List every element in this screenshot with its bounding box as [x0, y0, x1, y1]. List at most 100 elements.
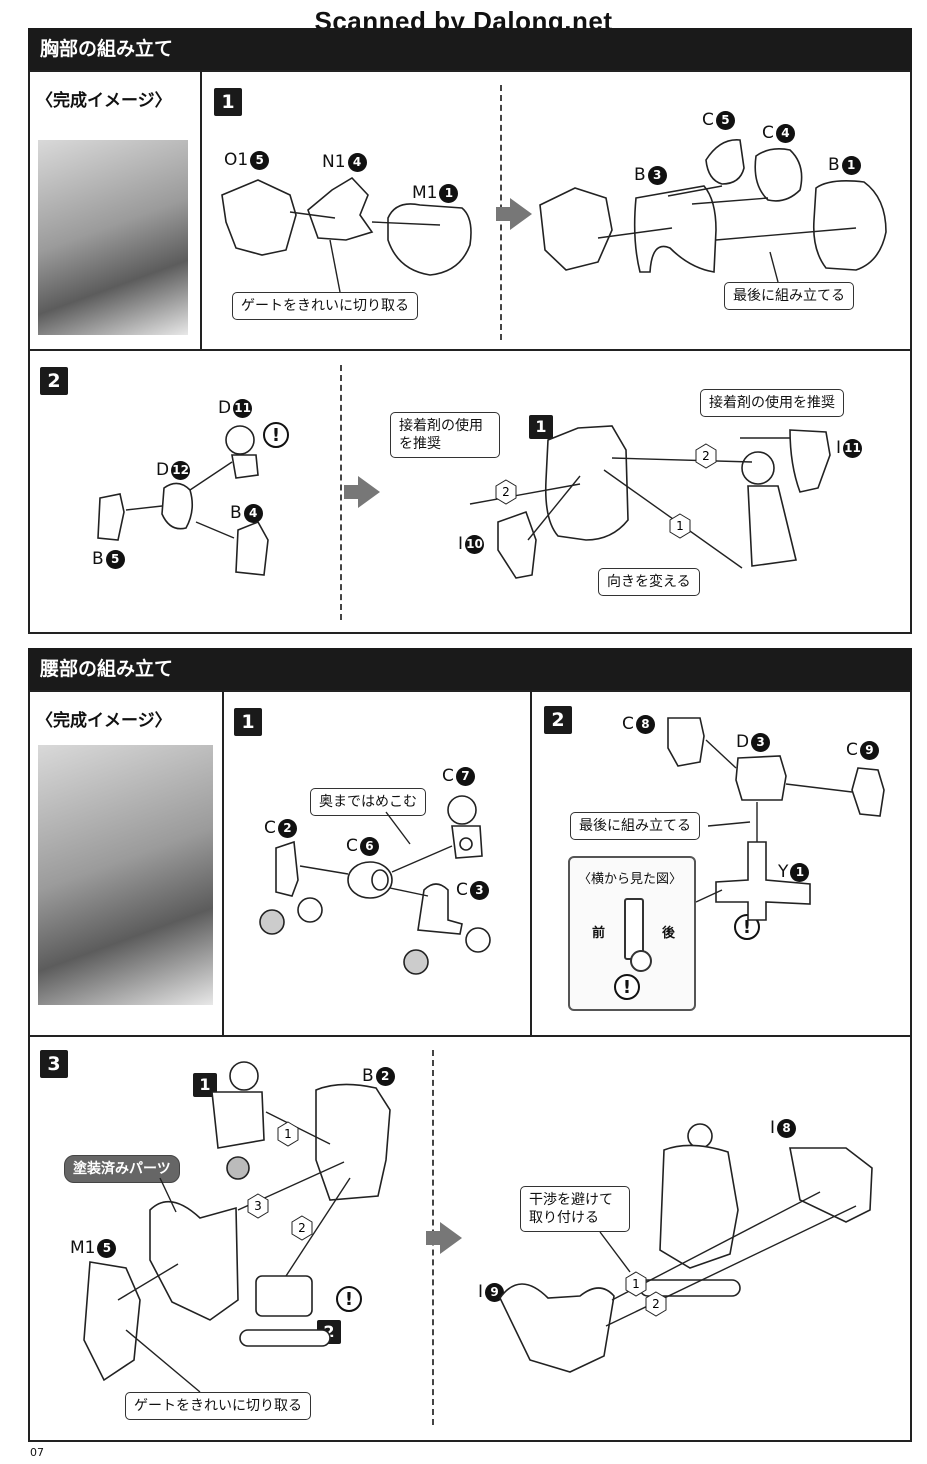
part-c9-drawing: [851, 767, 885, 817]
part-n1-drawing: [307, 176, 374, 241]
part-b1-drawing: [812, 180, 887, 271]
order-mark-2b-label: 2: [502, 485, 510, 499]
part-c3-drawing: [417, 883, 463, 935]
side-view-panel: 〈横から見た図〉 前 後 !: [568, 856, 696, 1011]
painted-part-drawing: [149, 1200, 239, 1321]
chest-section-title: 胸部の組み立て: [28, 28, 912, 70]
waist-image-label: 〈完成イメージ〉: [36, 711, 172, 731]
chest-divider: [200, 70, 202, 350]
side-view-front-label: 前: [592, 926, 606, 941]
part-c5-drawing: [705, 139, 745, 185]
part-c7-ball: [447, 795, 477, 825]
warning-icon: !: [263, 422, 289, 448]
part-b3-drawing: [633, 185, 717, 273]
part-b5-drawing: [97, 493, 125, 541]
page-number: 07: [30, 1446, 44, 1459]
waist-step2-badge: 2: [544, 706, 572, 734]
part-d3-drawing: [735, 755, 787, 801]
ball-joint-drawing: [225, 425, 255, 455]
part-d12-drawing: [161, 482, 194, 530]
order-mark-w4-label: 1: [632, 1277, 640, 1291]
order-mark-w5: [645, 1291, 667, 1317]
chest-frame: [28, 70, 912, 634]
waist-step1-badge: 1: [234, 708, 262, 736]
chest-step1-badge: 1: [214, 88, 242, 116]
chest-step2-badge: 2: [40, 367, 68, 395]
part-o1-drawing: [221, 179, 297, 256]
order-mark-w2: [291, 1215, 313, 1241]
completed-waist-drawing: [659, 1144, 739, 1269]
waist-step3-next-arrow: [426, 1222, 462, 1254]
hip-joint-drawing: [255, 1275, 313, 1317]
order-mark-2a: [695, 443, 717, 469]
note-glue-recommended-2: 接着剤の使用を推奨: [390, 412, 500, 458]
note-avoid-interference: 干渉を避けて取り付ける: [520, 1186, 630, 1232]
note-cut-gate-waist: ゲートをきれいに切り取る: [125, 1392, 311, 1420]
part-c4-drawing: [754, 148, 803, 202]
warning-icon: !: [614, 974, 640, 1000]
part-m1-drawing: [387, 203, 472, 276]
note-glue-recommended: 接着剤の使用を推奨: [700, 389, 844, 417]
part-m1-5-drawing: [83, 1261, 141, 1382]
note-cut-gate: ゲートをきれいに切り取る: [232, 292, 418, 320]
order-mark-w1: [277, 1121, 299, 1147]
waist-frame: [28, 690, 912, 1442]
order-mark-w1-label: 1: [284, 1127, 292, 1141]
chest-step2-dash: [340, 365, 342, 620]
part-i10-drawing: [497, 510, 537, 579]
side-view-peg: [630, 950, 652, 972]
chest-image-label: 〈完成イメージ〉: [36, 91, 172, 111]
chest-step1-next-arrow: [496, 198, 532, 230]
part-b2-drawing: [315, 1083, 391, 1201]
part-i8-drawing: [789, 1147, 873, 1223]
order-mark-w4: [625, 1271, 647, 1297]
note-assemble-last-waist: 最後に組み立てる: [570, 812, 700, 840]
arm-assembly-drawing: [211, 1091, 265, 1149]
order-mark-2a-label: 2: [702, 449, 710, 463]
chest-assembly-drawing: [544, 425, 629, 541]
order-mark-1: [669, 513, 691, 539]
order-mark-w2-label: 2: [298, 1221, 306, 1235]
part-i11-drawing: [789, 429, 831, 493]
waist-divider-1: [222, 690, 224, 1036]
part-y1-drawing: [715, 841, 811, 921]
waist-divider-2: [530, 690, 532, 1036]
waist-completed-photo: [38, 745, 213, 1005]
sub-assembly-drawing: [539, 187, 613, 271]
order-mark-1-label: 1: [676, 519, 684, 533]
chest-divider-h: [28, 349, 912, 351]
side-view-title: 〈横から見た図〉: [578, 872, 683, 887]
arm-joint-drawing: [741, 451, 775, 485]
waist-divider-h: [28, 1035, 912, 1037]
part-c2-drawing: [275, 840, 299, 897]
order-mark-w3-label: 3: [254, 1199, 262, 1213]
side-view-back-label: 後: [662, 926, 676, 941]
waist-step3-badge: 3: [40, 1050, 68, 1078]
order-mark-w3: [247, 1193, 269, 1219]
chest-completed-photo: [38, 140, 188, 335]
